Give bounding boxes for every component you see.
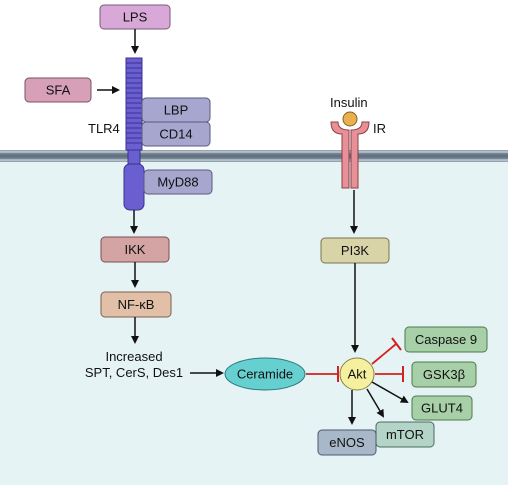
ceramide-node: Ceramide <box>224 357 306 391</box>
gsk3b-node: GSK3β <box>411 361 477 388</box>
mtor-node: mTOR <box>375 421 435 448</box>
myd88-node: MyD88 <box>143 169 213 195</box>
mtor-label: mTOR <box>386 427 424 442</box>
pi3k-node: PI3K <box>320 237 390 264</box>
inhibit-akt-caspase9 <box>371 337 402 365</box>
cd14-label: CD14 <box>159 127 192 142</box>
lps-node: LPS <box>99 4 171 30</box>
myd88-label: MyD88 <box>157 175 198 190</box>
inhibit-ceramide-akt <box>306 366 339 382</box>
insulin-label: Insulin <box>330 95 368 110</box>
ir-label: IR <box>373 121 386 136</box>
cell-membrane <box>0 150 508 162</box>
inhibit-akt-gsk3b <box>375 366 404 382</box>
pi3k-label: PI3K <box>341 243 370 258</box>
glut4-node: GLUT4 <box>411 395 473 421</box>
caspase9-node: Caspase 9 <box>404 326 488 353</box>
tlr4-receptor <box>123 57 145 211</box>
increased-label-line2: SPT, CerS, Des1 <box>85 365 183 380</box>
arrow-akt-glut4 <box>371 381 409 403</box>
akt-node: Akt <box>339 357 375 391</box>
lbp-node: LBP <box>141 97 211 123</box>
enos-node: eNOS <box>317 429 377 456</box>
sfa-label: SFA <box>46 83 71 98</box>
nfkb-label: NF-κB <box>118 297 155 312</box>
akt-label: Akt <box>348 367 367 382</box>
gsk3b-label: GSK3β <box>423 367 465 382</box>
ikk-node: IKK <box>100 236 170 263</box>
caspase9-label: Caspase 9 <box>415 332 477 347</box>
sfa-node: SFA <box>24 77 92 103</box>
increased-label-line1: Increased <box>105 349 162 364</box>
ceramide-label: Ceramide <box>237 367 293 382</box>
enos-label: eNOS <box>329 435 365 450</box>
lps-label: LPS <box>123 10 148 25</box>
tlr4-label: TLR4 <box>88 121 120 136</box>
arrow-akt-mtor <box>366 388 385 418</box>
ir-receptor <box>330 121 370 189</box>
insulin-node <box>342 111 358 127</box>
glut4-label: GLUT4 <box>421 401 463 416</box>
cd14-node: CD14 <box>141 121 211 147</box>
nfkb-node: NF-κB <box>100 291 172 318</box>
ikk-label: IKK <box>125 242 146 257</box>
lbp-label: LBP <box>164 103 189 118</box>
